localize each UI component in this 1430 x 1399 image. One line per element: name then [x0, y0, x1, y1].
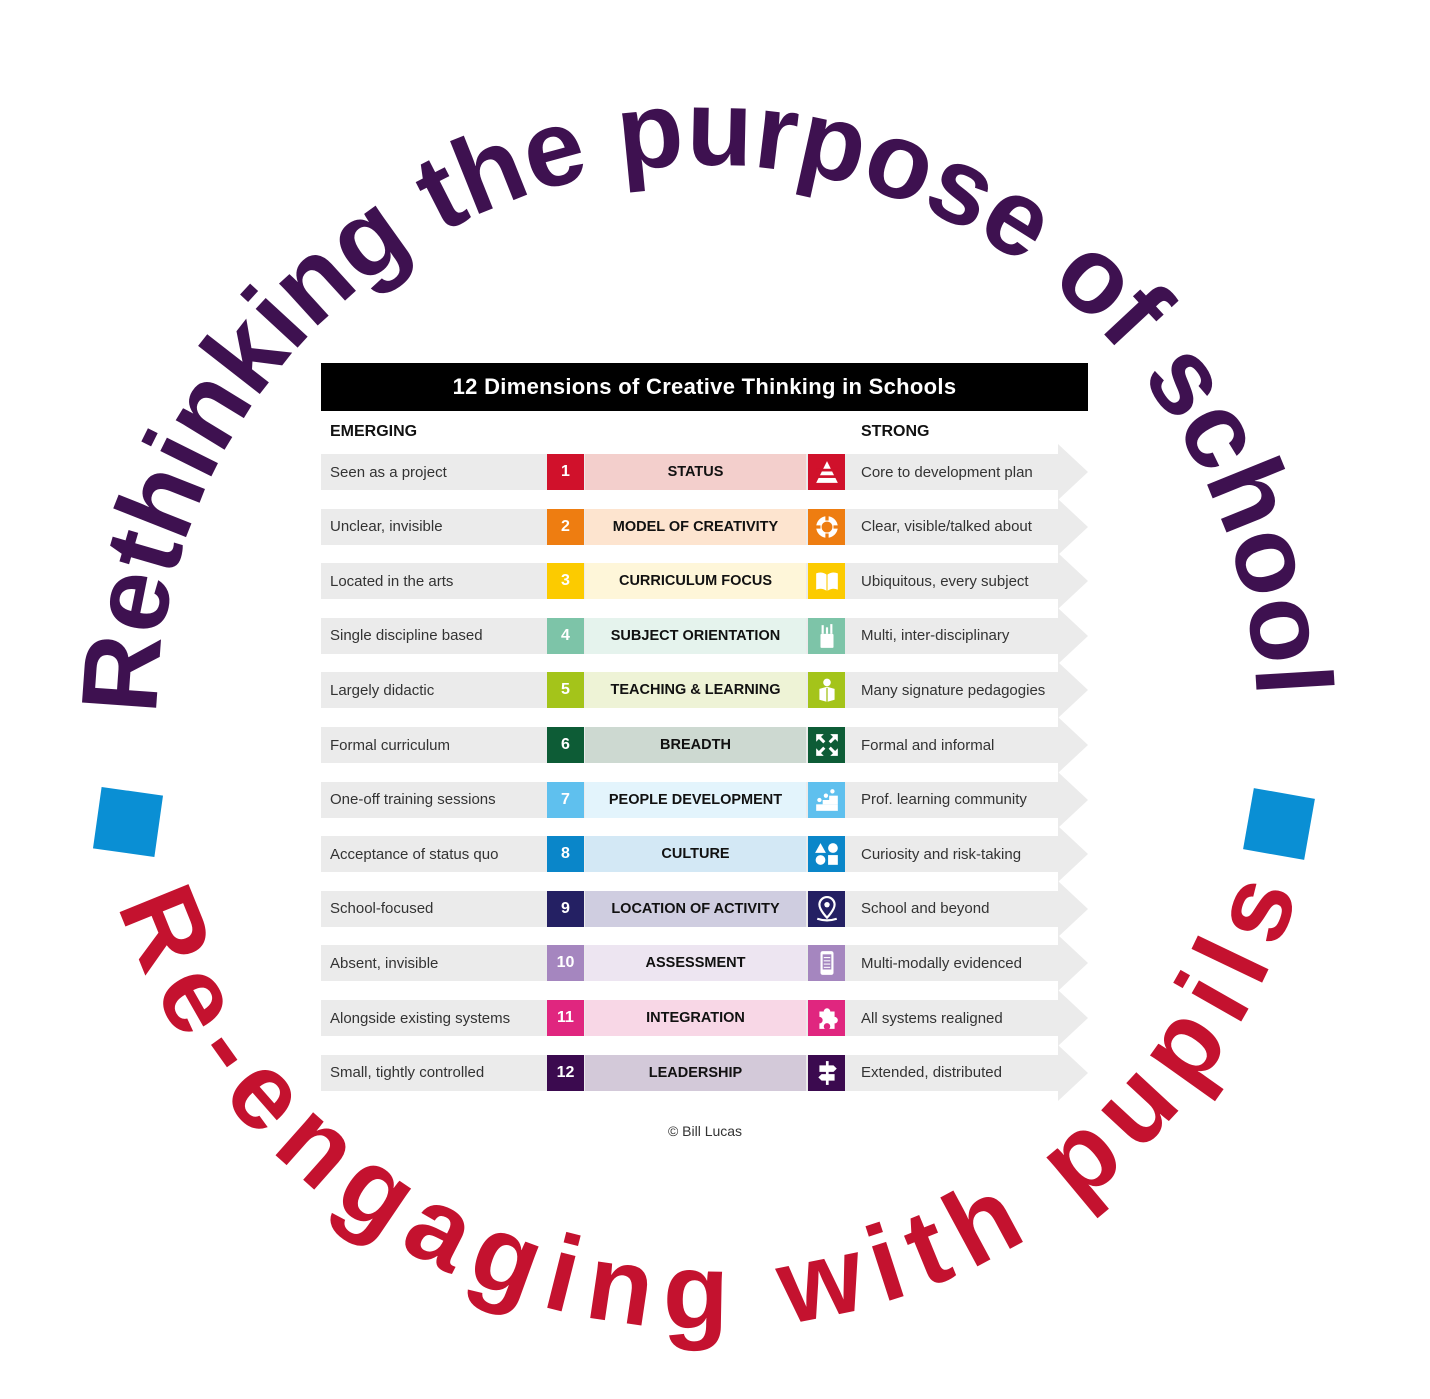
book-icon — [808, 563, 845, 600]
dimension-number: 10 — [547, 945, 584, 982]
strong-text: Prof. learning community — [861, 791, 1027, 809]
dimension-number: 7 — [547, 781, 584, 818]
emerging-text: Largely didactic — [330, 681, 435, 699]
emerging-text: Acceptance of status quo — [330, 845, 499, 863]
expand-arrows-icon — [808, 727, 845, 763]
strong-text: Curiosity and risk-taking — [861, 845, 1022, 863]
dimension-number: 8 — [547, 836, 584, 873]
strong-text: School and beyond — [861, 900, 990, 918]
phone-checklist-icon — [808, 945, 845, 982]
dimension-number: 12 — [547, 1054, 584, 1091]
strong-text: Multi, inter-disciplinary — [861, 627, 1010, 645]
dimension-label: TEACHING & LEARNING — [585, 672, 806, 709]
strong-text: Clear, visible/talked about — [861, 518, 1032, 536]
emerging-text: Absent, invisible — [330, 954, 439, 972]
copyright: © Bill Lucas — [667, 1123, 743, 1139]
dimension-number: 11 — [547, 1000, 584, 1036]
emerging-text: Located in the arts — [330, 572, 454, 590]
dimension-number: 1 — [547, 454, 584, 490]
dimension-label: BREADTH — [585, 727, 806, 763]
pyramid-icon — [808, 454, 845, 490]
emerging-text: One-off training sessions — [330, 791, 496, 809]
dimension-label: INTEGRATION — [585, 1000, 806, 1036]
strong-text: All systems realigned — [861, 1009, 1003, 1027]
dimension-number: 3 — [547, 563, 584, 600]
dimension-number: 9 — [547, 890, 584, 927]
table-title: 12 Dimensions of Creative Thinking in Sc… — [321, 363, 1088, 411]
strong-text: Extended, distributed — [861, 1064, 1002, 1082]
dimension-number: 4 — [547, 617, 584, 654]
accent-square-right — [1243, 788, 1315, 860]
dimension-label: MODEL OF CREATIVITY — [585, 508, 806, 545]
header-emerging: EMERGING — [330, 423, 418, 440]
location-pin-icon — [808, 890, 845, 927]
strong-text: Multi-modally evidenced — [861, 954, 1022, 972]
emerging-text: Small, tightly controlled — [330, 1064, 485, 1082]
pencil-pot-icon — [808, 617, 845, 654]
emerging-text: Unclear, invisible — [330, 518, 443, 536]
people-steps-icon — [808, 781, 845, 818]
dimension-number: 5 — [547, 672, 584, 709]
emerging-text: Formal curriculum — [330, 736, 451, 754]
dimension-number: 6 — [547, 727, 584, 763]
strong-text: Core to development plan — [861, 463, 1033, 481]
strong-text: Many signature pedagogies — [861, 681, 1046, 699]
emerging-text: School-focused — [330, 900, 434, 918]
dimension-label: SUBJECT ORIENTATION — [585, 617, 806, 654]
dimension-number: 2 — [547, 508, 584, 545]
dimension-label: STATUS — [585, 454, 806, 490]
dimension-label: LEADERSHIP — [585, 1054, 806, 1091]
dimension-label: ASSESSMENT — [585, 945, 806, 982]
emerging-text: Alongside existing systems — [330, 1009, 511, 1027]
dimension-label: CULTURE — [585, 836, 806, 873]
shapes-icon — [808, 836, 845, 873]
signpost-icon — [808, 1054, 845, 1091]
header-strong: STRONG — [861, 423, 930, 440]
lifebuoy-icon — [808, 508, 845, 545]
reader-icon — [808, 672, 845, 709]
dimension-label: PEOPLE DEVELOPMENT — [585, 781, 806, 818]
dimension-label: CURRICULUM FOCUS — [585, 563, 806, 600]
emerging-text: Single discipline based — [330, 627, 483, 645]
dimension-label: LOCATION OF ACTIVITY — [585, 890, 806, 927]
emerging-text: Seen as a project — [330, 463, 447, 481]
puzzle-piece-icon — [808, 1000, 845, 1036]
strong-text: Ubiquitous, every subject — [861, 572, 1029, 590]
strong-text: Formal and informal — [861, 736, 995, 754]
accent-square-left — [92, 786, 164, 858]
